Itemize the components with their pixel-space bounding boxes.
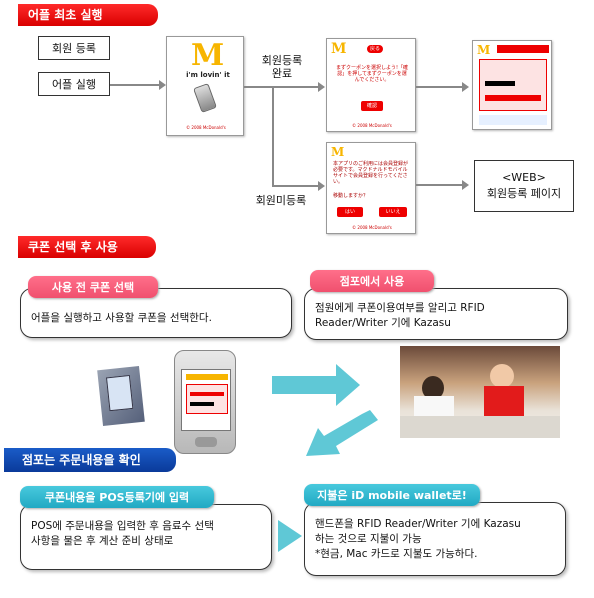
coupon-list-screen: M (472, 40, 552, 130)
web-register-page-box: <WEB> 회원등록 페이지 (474, 160, 574, 212)
mcdonalds-logo-icon: M (191, 38, 225, 73)
tab-pos-input: 쿠폰내용을 POS등록기에 입력 (20, 486, 214, 508)
connector-line (416, 86, 464, 88)
splash-screen: M i'm lovin' it © 2008 McDonald's (166, 36, 244, 136)
desc-pos-input: POS에 주문내용을 입력한 후 음료수 선택 사항을 물은 후 계산 준비 상… (20, 504, 272, 570)
coupon-select-text: まずクーポンを選択しよう!「確認」を押してまずクーポンを選んでください。 (335, 65, 408, 83)
section-banner-coupon-use: 쿠폰 선택 후 사용 (18, 236, 156, 258)
confirm-button[interactable]: 確認 (361, 101, 383, 111)
connector-line (272, 185, 320, 187)
arrow-head-icon (462, 180, 469, 190)
mobile-phone-photo (174, 350, 236, 454)
connector-line (110, 84, 162, 86)
section-banner-app-first-launch: 어플 최초 실행 (18, 4, 158, 26)
store-counter-photo (400, 346, 560, 438)
label-registered: 회원등록 완료 (261, 54, 303, 80)
coupon-list-footer (479, 115, 547, 125)
coupon-select-screen: M 戻る まずクーポンを選択しよう!「確認」を押してまずクーポンを選んでください… (326, 38, 416, 132)
mcdonalds-logo-icon: M (477, 43, 491, 57)
phone-in-hand-photo (97, 365, 145, 427)
copyright-text: © 2008 McDonald's (186, 125, 226, 130)
coupon-list-bar (485, 81, 515, 86)
tab-before-use: 사용 전 쿠폰 선택 (28, 276, 158, 298)
tab-payment: 지불은 iD mobile wallet로! (304, 484, 480, 506)
desc-payment: 핸드폰을 RFID Reader/Writer 기에 Kazasu 하는 것으로… (304, 502, 566, 576)
register-prompt-sub: 移動しますか？ (333, 193, 369, 199)
flow-arrow-right-head-icon (336, 364, 360, 406)
arrow-head-icon (318, 181, 325, 191)
member-register-box: 회원 등록 (38, 36, 110, 60)
register-prompt-text: 本アプリのご利用には会員登録が必要です。マクドナルドモバイルサイトで会員登録を行… (333, 161, 409, 185)
flow-arrow-right-icon (272, 376, 338, 394)
connector-line (244, 86, 320, 88)
mcdonalds-logo-icon: M (331, 41, 347, 57)
label-not-registered: 회원미등록 (255, 194, 307, 207)
back-badge: 戻る (367, 45, 383, 53)
slogan-text: i'm lovin' it (186, 71, 230, 79)
connector-line (272, 86, 274, 186)
desc-store-use: 점원에게 쿠폰이용여부를 알리고 RFID Reader/Writer 기에 K… (304, 288, 568, 340)
arrow-head-icon (159, 80, 166, 90)
flow-arrow-right-head-icon (278, 520, 302, 552)
phone-illustration-icon (193, 83, 217, 113)
yes-button[interactable]: はい (337, 207, 363, 217)
coupon-list-header (497, 45, 549, 53)
register-prompt-screen: M 本アプリのご利用には会員登録が必要です。マクドナルドモバイルサイトで会員登録… (326, 142, 416, 234)
tab-store-use: 점포에서 사용 (310, 270, 434, 292)
app-launch-box: 어플 실행 (38, 72, 110, 96)
phone-display (181, 369, 231, 431)
copyright-text: © 2008 McDonald's (352, 123, 392, 128)
no-button[interactable]: いいえ (379, 207, 407, 217)
section-banner-store-confirm: 점포는 주문내용을 확인 (4, 448, 176, 472)
coupon-list-bar (485, 95, 541, 101)
arrow-head-icon (318, 82, 325, 92)
mcdonalds-logo-icon: M (331, 145, 345, 159)
copyright-text: © 2008 McDonald's (352, 225, 392, 230)
flow-arrow-down-left-icon (306, 410, 378, 456)
arrow-head-icon (462, 82, 469, 92)
connector-line (416, 184, 464, 186)
